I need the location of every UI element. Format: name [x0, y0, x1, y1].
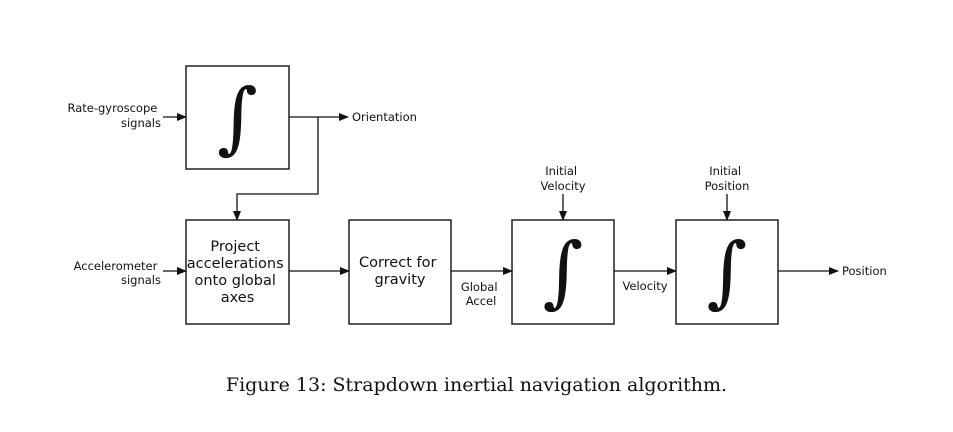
accel-input-label: Accelerometer signals: [74, 259, 161, 287]
gyro-integral-symbol: ∫: [217, 73, 258, 163]
gravity-block-label: Correct for gravity: [359, 255, 441, 288]
gravity-block: [348, 219, 452, 325]
gyro-input-label: Rate-gyroscope signals: [67, 101, 161, 130]
position-integral-symbol: ∫: [707, 227, 748, 317]
initial-velocity-label: Initial Velocity: [540, 164, 585, 193]
velocity-label: Velocity: [622, 279, 667, 293]
position-integrator-block: [675, 219, 779, 325]
gyro-integrator-block: [185, 65, 290, 170]
orientation-label: Orientation: [352, 110, 417, 124]
project-block: [185, 219, 290, 325]
global-accel-label: Global Accel: [461, 280, 501, 308]
velocity-integral-symbol: ∫: [543, 227, 584, 317]
project-block-label: Project accelerations onto global axes: [187, 239, 289, 306]
initial-position-label: Initial Position: [705, 164, 750, 193]
position-label: Position: [842, 264, 887, 278]
orientation-feedback-arrow: [233, 117, 319, 221]
figure-caption: Figure 13: Strapdown inertial navigation…: [225, 374, 728, 396]
